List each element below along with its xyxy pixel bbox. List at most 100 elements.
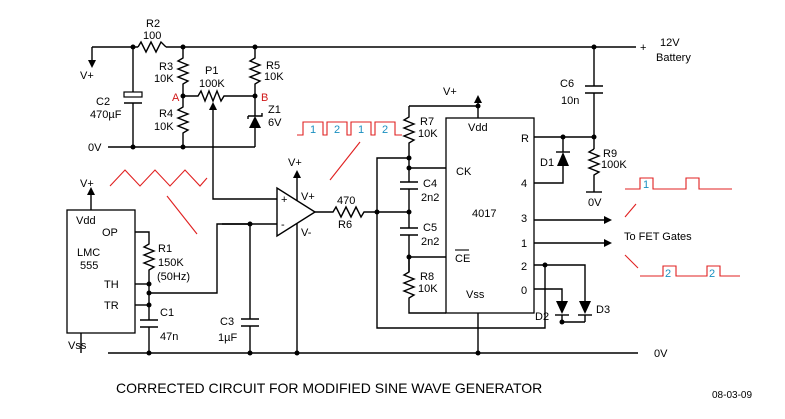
ic4017-supply-label: V+	[443, 86, 457, 98]
ic4017-vdd-pin: Vdd	[468, 122, 488, 134]
r8-value: 10K	[418, 283, 438, 295]
bottom-pulse-number-b: 2	[709, 268, 715, 280]
opamp-minus-input: -	[281, 219, 285, 231]
junction-dot	[146, 281, 152, 287]
c6-name: C6	[560, 78, 574, 90]
ic4017-pin-3: 3	[521, 213, 527, 225]
lmc555-op-pin: OP	[102, 227, 118, 239]
supply-battery-label: Battery	[656, 52, 691, 64]
opamp-vminus-pin: V-	[301, 227, 312, 239]
r4-resistor	[176, 96, 190, 147]
lmc555-vss-pin: Vss	[68, 340, 87, 352]
vplus-label-left: V+	[80, 70, 94, 82]
r1-resistor	[135, 231, 156, 284]
junction-dot	[406, 165, 412, 171]
timing-wiring	[135, 223, 251, 320]
r5-resistor	[248, 47, 262, 96]
junction-dot	[146, 290, 152, 296]
ic4017-vss-pin: Vss	[466, 289, 485, 301]
c3-name: C3	[220, 316, 234, 328]
p1-value: 100K	[199, 78, 225, 90]
triangle-waveform-annotation	[109, 169, 208, 235]
supply-voltage-label: 12V	[660, 37, 680, 49]
lmc555-supply-label: V+	[80, 178, 94, 190]
r9-value: 100K	[601, 159, 627, 171]
gate-waveform-top-annotation	[624, 177, 732, 218]
opamp-supply-label: V+	[288, 157, 302, 169]
r3-name: R3	[159, 61, 173, 73]
ic4017-ce-pin: CE	[455, 253, 470, 265]
lmc555-timer-ic	[66, 187, 136, 353]
junction-dot	[247, 350, 253, 356]
lmc555-th-pin: TH	[104, 279, 119, 291]
r4-value: 10K	[154, 121, 174, 133]
opamp-plus-input: +	[281, 194, 287, 206]
junction-dot	[406, 209, 412, 215]
lmc555-vdd-pin: Vdd	[76, 215, 96, 227]
lmc555-tr-pin: TR	[104, 300, 119, 312]
r5-name: R5	[266, 60, 280, 72]
r6-resistor	[315, 205, 409, 219]
zero-v-label-bottom: 0V	[654, 348, 668, 360]
r8-resistor	[402, 257, 446, 314]
junction-dot	[294, 350, 300, 356]
pulse-number-2: 2	[334, 124, 340, 136]
ic4017-ck-pin: CK	[456, 166, 472, 178]
c4-capacitor	[400, 181, 418, 228]
junction-dot	[475, 103, 481, 109]
ic4017-name: 4017	[472, 208, 496, 220]
r4-name: R4	[159, 108, 173, 120]
r3-value: 10K	[154, 73, 174, 85]
r7-name: R7	[420, 116, 434, 128]
output-pin3-line	[534, 216, 612, 224]
ic4017-pin-4: 4	[521, 178, 527, 190]
c3-capacitor	[241, 318, 259, 353]
r6-value: 470	[337, 195, 355, 207]
reset-network	[534, 47, 603, 193]
ic4017-decade-counter	[409, 95, 535, 353]
junction-dot	[559, 319, 565, 325]
ic4017-pin-0: 0	[521, 285, 527, 297]
c1-capacitor	[140, 319, 158, 353]
junction-dot	[146, 350, 152, 356]
r2-name: R2	[146, 18, 160, 30]
c2-name: C2	[96, 96, 110, 108]
r5-value: 10K	[264, 71, 284, 83]
d3-diode	[545, 264, 592, 322]
pulse-number-1: 1	[310, 124, 316, 136]
junction-dot	[560, 134, 566, 140]
r7-value: 10K	[418, 128, 438, 140]
p1-name: P1	[205, 65, 218, 77]
junction-dot	[475, 350, 481, 356]
r1-value: 150K	[158, 257, 184, 269]
r7-resistor	[402, 106, 416, 158]
c2-capacitor	[123, 47, 143, 147]
gate-waveform-bottom-annotation	[624, 254, 740, 277]
to-fet-gates-label: To FET Gates	[624, 231, 692, 243]
zero-v-label-left: 0V	[88, 142, 102, 154]
c4-value: 2n2	[421, 192, 439, 204]
r9-name: R9	[603, 148, 617, 160]
d2-name: D2	[535, 311, 549, 323]
c1-name: C1	[160, 307, 174, 319]
d3-name: D3	[596, 304, 610, 316]
bottom-pulse-number-a: 2	[665, 268, 671, 280]
ic4017-r-pin: R	[521, 133, 529, 145]
r1-name: R1	[158, 243, 172, 255]
node-b-label: B	[261, 92, 268, 104]
c5-name: C5	[423, 222, 437, 234]
r2-resistor	[137, 40, 167, 54]
top-supply-rail	[88, 46, 636, 68]
c3-value: 1µF	[218, 332, 237, 344]
c2-value: 470µF	[90, 109, 122, 121]
r1-note: (50Hz)	[157, 271, 190, 283]
junction-dot	[130, 144, 136, 150]
junction-dot	[542, 262, 548, 268]
z1-value: 6V	[268, 117, 282, 129]
diagram-title: CORRECTED CIRCUIT FOR MODIFIED SINE WAVE…	[116, 380, 542, 396]
lmc555-name-line1: LMC	[77, 247, 100, 259]
z1-name: Z1	[268, 104, 281, 116]
diagram-date: 08-03-09	[712, 390, 752, 401]
r9-ground-label: 0V	[588, 197, 602, 209]
r8-name: R8	[420, 271, 434, 283]
